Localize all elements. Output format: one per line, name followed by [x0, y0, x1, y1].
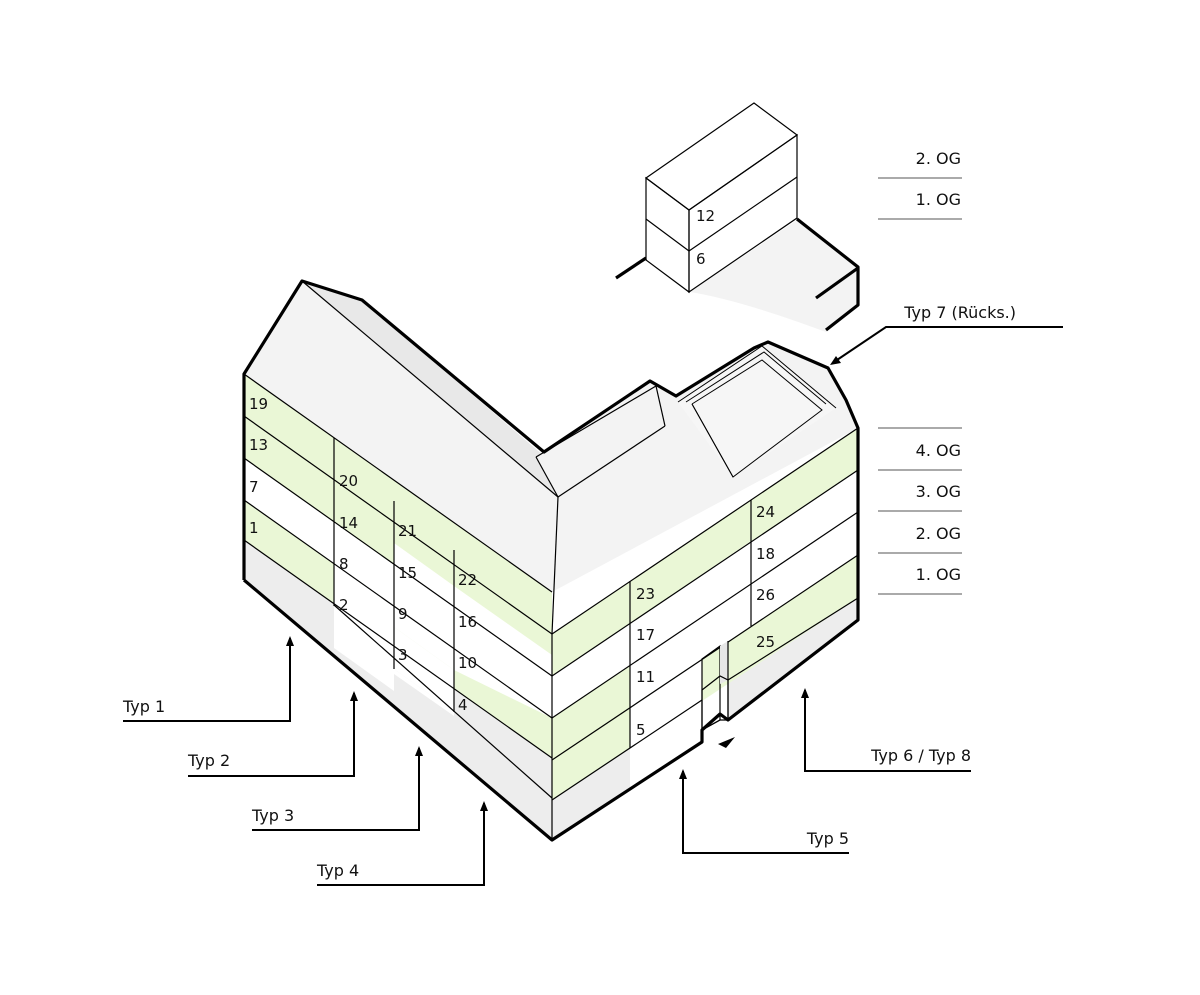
- unit-22: 22: [458, 571, 477, 589]
- type-3-arrow-icon: [415, 746, 423, 756]
- entrance-arrow-icon: [718, 737, 735, 748]
- annex-block: 12 6: [615, 102, 860, 332]
- annex-floor-2og: 2. OG: [916, 149, 961, 168]
- unit-6: 6: [696, 250, 706, 268]
- unit-12: 12: [696, 207, 715, 225]
- unit-10: 10: [458, 654, 477, 672]
- type-1-callout: Typ 1: [122, 636, 294, 722]
- main-floor-3og: 3. OG: [916, 482, 961, 501]
- unit-21: 21: [398, 522, 417, 540]
- type-4-arrow-icon: [480, 801, 488, 811]
- unit-7: 7: [249, 478, 259, 496]
- roof-left: [244, 281, 558, 592]
- type-2-callout: Typ 2: [187, 691, 358, 777]
- type-1-arrow-icon: [286, 636, 294, 646]
- type-7-callout: Typ 7 (Rücks.): [830, 303, 1063, 365]
- annex-floor-1og: 1. OG: [916, 190, 961, 209]
- unit-13: 13: [249, 436, 268, 454]
- type-3-label: Typ 3: [251, 806, 294, 825]
- unit-15: 15: [398, 564, 417, 582]
- unit-14: 14: [339, 514, 358, 532]
- unit-17: 17: [636, 626, 655, 644]
- unit-8: 8: [339, 555, 349, 573]
- unit-20: 20: [339, 472, 358, 490]
- unit-19: 19: [249, 395, 268, 413]
- unit-11: 11: [636, 668, 655, 686]
- unit-3: 3: [398, 646, 408, 664]
- type-7-arrow-icon: [830, 356, 841, 365]
- unit-9: 9: [398, 605, 408, 623]
- type-6-8-label: Typ 6 / Typ 8: [870, 746, 971, 765]
- main-floor-labels: 4. OG 3. OG 2. OG 1. OG: [878, 427, 962, 595]
- type-1-label: Typ 1: [122, 697, 165, 716]
- unit-5: 5: [636, 721, 646, 739]
- right-band-1og: [552, 555, 858, 800]
- type-4-label: Typ 4: [316, 861, 359, 880]
- type-5-callout: Typ 5: [679, 769, 849, 854]
- type-2-arrow-icon: [350, 691, 358, 701]
- type-2-label: Typ 2: [187, 751, 230, 770]
- type-7-label: Typ 7 (Rücks.): [903, 303, 1016, 322]
- unit-1: 1: [249, 519, 259, 537]
- unit-23: 23: [636, 585, 655, 603]
- main-floor-1og: 1. OG: [916, 565, 961, 584]
- unit-25: 25: [756, 633, 775, 651]
- type-5-label: Typ 5: [806, 829, 849, 848]
- type-6-8-callout: Typ 6 / Typ 8: [801, 688, 971, 772]
- unit-16: 16: [458, 613, 477, 631]
- annex-floor-labels: 2. OG 1. OG: [878, 149, 962, 220]
- unit-24: 24: [756, 503, 775, 521]
- type-5-arrow-icon: [679, 769, 687, 779]
- unit-4: 4: [458, 696, 468, 714]
- main-floor-2og: 2. OG: [916, 524, 961, 543]
- unit-18: 18: [756, 545, 775, 563]
- type-6-8-arrow-icon: [801, 688, 809, 698]
- type-3-callout: Typ 3: [251, 746, 423, 831]
- type-4-callout: Typ 4: [316, 801, 488, 886]
- main-building: 19 13 7 1 20 14 8 2 21 15 9 3 22 16 10 4…: [242, 279, 860, 842]
- left-band-4og: [244, 374, 552, 634]
- unit-26: 26: [756, 586, 775, 604]
- main-floor-4og: 4. OG: [916, 441, 961, 460]
- unit-2: 2: [339, 596, 349, 614]
